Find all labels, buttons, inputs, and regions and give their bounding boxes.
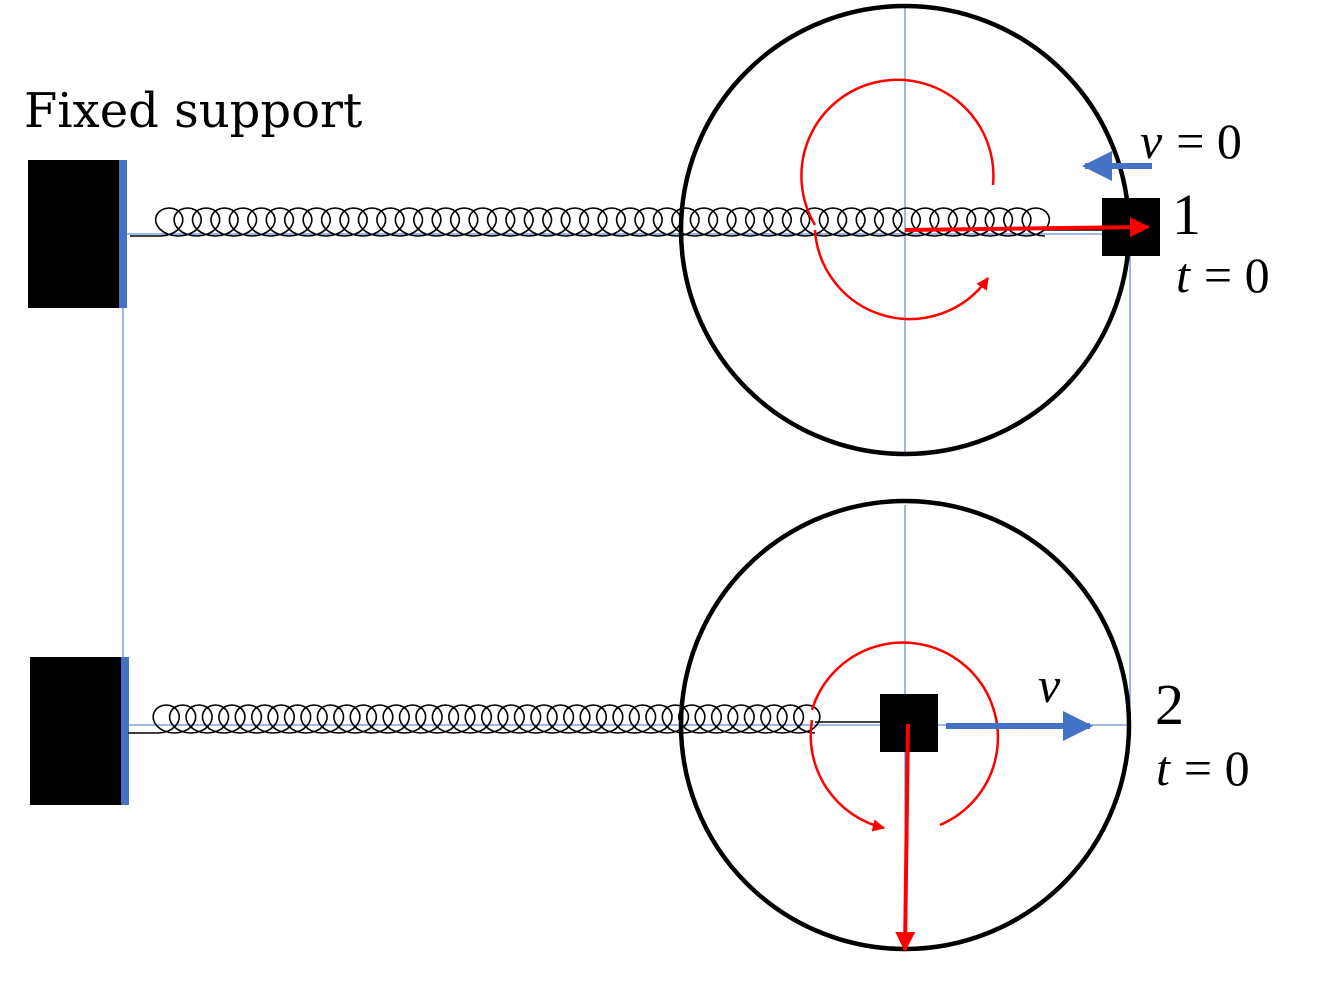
spring-bottom bbox=[128, 704, 821, 734]
phasor-arrow-bottom bbox=[895, 723, 916, 952]
guide-lines bbox=[122, 8, 1131, 950]
top-velocity-eq: = 0 bbox=[1176, 113, 1242, 169]
top-velocity-label: v= 0 bbox=[1140, 113, 1242, 169]
spring-top bbox=[130, 207, 1051, 237]
rotation-arc-top-upper bbox=[800, 78, 995, 226]
top-panel-number: 1 bbox=[1172, 182, 1201, 247]
fixed-support-label: Fixed support bbox=[24, 83, 362, 139]
rotation-arc-top-lower bbox=[813, 229, 990, 321]
fixed-support-top bbox=[28, 160, 127, 308]
bottom-time-label: t= 0 bbox=[1156, 740, 1250, 796]
bottom-velocity-label: v bbox=[1038, 657, 1061, 713]
top-time-label: t= 0 bbox=[1176, 247, 1270, 303]
phasor-arrow-top bbox=[904, 217, 1150, 238]
rotation-arc-bottom-lower bbox=[809, 719, 886, 832]
rotation-arc-bottom-upper bbox=[810, 641, 1000, 827]
top-time-var: t bbox=[1176, 247, 1191, 303]
top-velocity-var: v bbox=[1140, 113, 1163, 169]
bottom-panel-number: 2 bbox=[1155, 672, 1184, 737]
fixed-support-bottom bbox=[30, 657, 129, 805]
bottom-time-var: t bbox=[1156, 740, 1171, 796]
bottom-time-eq: = 0 bbox=[1184, 740, 1250, 796]
top-time-eq: = 0 bbox=[1204, 247, 1270, 303]
